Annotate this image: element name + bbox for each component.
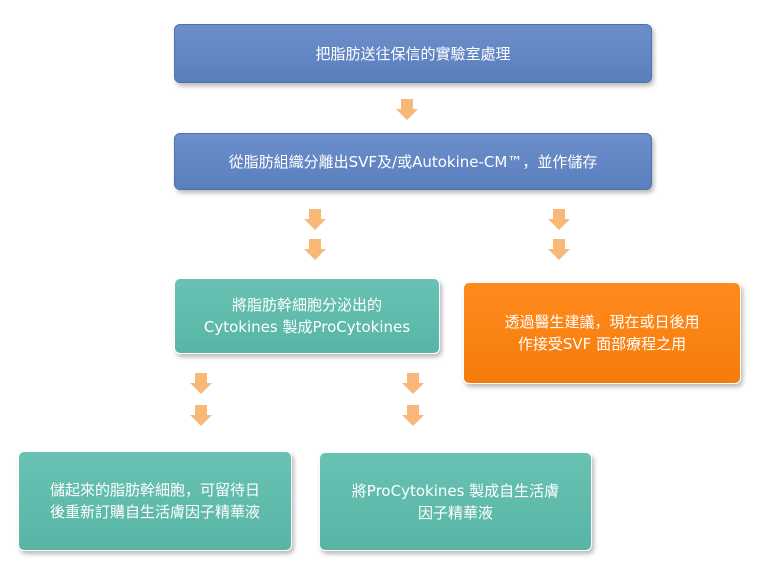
arrow-down-icon bbox=[304, 239, 326, 261]
arrow-down-icon bbox=[402, 405, 424, 427]
step3-line1: 將脂肪幹細胞分泌出的 bbox=[231, 296, 382, 314]
arrow-down-icon bbox=[396, 99, 418, 121]
step2-box: 從脂肪組織分離出SVF及/或Autokine-CM™，並作儲存 bbox=[174, 133, 652, 190]
step4-box: 透過醫生建議，現在或日後用 作接受SVF 面部療程之用 bbox=[463, 282, 741, 384]
arrow-down-icon bbox=[548, 209, 570, 231]
arrow-down-icon bbox=[190, 373, 212, 395]
step5-box: 儲起來的脂肪幹細胞，可留待日 後重新訂購自生活膚因子精華液 bbox=[18, 451, 292, 551]
arrow-down-icon bbox=[304, 209, 326, 231]
step4-line1: 透過醫生建議，現在或日後用 bbox=[504, 313, 700, 331]
arrow-down-icon bbox=[402, 373, 424, 395]
step5-line2: 後重新訂購自生活膚因子精華液 bbox=[49, 503, 260, 521]
step6-line1: 將ProCytokines 製成自生活膚 bbox=[351, 481, 560, 500]
step2-label: 從脂肪組織分離出SVF及/或Autokine-CM™，並作儲存 bbox=[228, 152, 598, 171]
step5-line1: 儲起來的脂肪幹細胞，可留待日 bbox=[49, 481, 260, 499]
step4-line2: 作接受SVF 面部療程之用 bbox=[517, 335, 687, 353]
step3-line2: Cytokines 製成ProCytokines bbox=[203, 318, 411, 336]
arrow-down-icon bbox=[190, 405, 212, 427]
step6-box: 將ProCytokines 製成自生活膚 因子精華液 bbox=[319, 452, 592, 551]
step3-box: 將脂肪幹細胞分泌出的 Cytokines 製成ProCytokines bbox=[174, 278, 440, 354]
step6-line2: 因子精華液 bbox=[417, 503, 493, 522]
arrow-down-icon bbox=[548, 239, 570, 261]
step1-box: 把脂肪送往保信的實驗室處理 bbox=[174, 24, 652, 83]
step1-label: 把脂肪送往保信的實驗室處理 bbox=[315, 44, 511, 63]
